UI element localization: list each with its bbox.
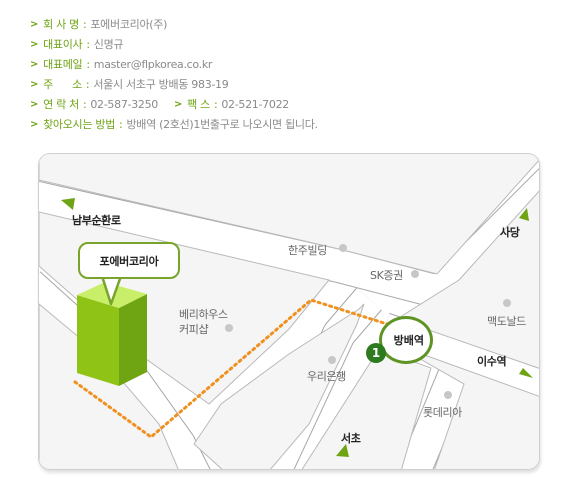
info-label: 연 락 처 bbox=[43, 98, 79, 111]
info-value: 신명규 bbox=[93, 38, 124, 51]
arrow-icon: > bbox=[30, 98, 39, 110]
arrow-icon: > bbox=[174, 98, 183, 110]
info-label: 팩 스 bbox=[187, 98, 210, 111]
info-row-email: > 대표메일 : master@flpkorea.co.kr bbox=[30, 57, 213, 72]
arrow-sadang-icon bbox=[519, 208, 529, 221]
arrow-icon: > bbox=[30, 118, 39, 130]
label-mcdonalds: 맥도날드 bbox=[487, 315, 526, 328]
info-value: 포에버코리아(주) bbox=[90, 18, 168, 31]
label-isu-station: 이수역 bbox=[477, 355, 507, 368]
label-sadang: 사당 bbox=[500, 226, 520, 239]
label-woori-bank: 우리은행 bbox=[307, 370, 346, 383]
label-coffeeshop: 커피샵 bbox=[179, 323, 209, 336]
arrow-nambu-icon bbox=[61, 198, 75, 210]
email-link[interactable]: master@flpkorea.co.kr bbox=[93, 57, 213, 71]
fax-value: 02-521-7022 bbox=[221, 97, 289, 111]
label-sk: SK증권 bbox=[370, 269, 403, 282]
info-value: 서울시 서초구 방배동 983-19 bbox=[93, 78, 229, 91]
station-marker: 방배역 bbox=[379, 316, 433, 364]
label-verihouse: 베리하우스 bbox=[179, 308, 228, 321]
building-front bbox=[119, 294, 147, 386]
label-seocho: 서초 bbox=[341, 432, 361, 445]
info-label: 회 사 명 bbox=[43, 18, 79, 31]
arrow-icon: > bbox=[30, 58, 39, 70]
location-map: 포에버코리아 방배역 1 남부순환로 한주빌딩 SK증권 사당 베리하우스 커피… bbox=[38, 153, 540, 470]
info-value: 방배역 (2호선)1번출구로 나오시면 됩니다. bbox=[126, 118, 318, 131]
info-row-contact: > 연 락 처 : 02-587-3250 > 팩 스 : 02-521-702… bbox=[30, 97, 289, 112]
info-row-address: > 주 소 : 서울시 서초구 방배동 983-19 bbox=[30, 77, 229, 92]
arrow-icon: > bbox=[30, 18, 39, 30]
company-info: > 회 사 명 : 포에버코리아(주) > 대표이사 : 신명규 > 대표메일 … bbox=[30, 14, 550, 134]
label-nambu-road: 남부순환로 bbox=[72, 214, 121, 227]
info-label: 대표메일 bbox=[43, 58, 83, 71]
building-side bbox=[77, 295, 119, 386]
label-lotteria: 롯데리아 bbox=[423, 406, 462, 419]
info-row-directions: > 찾아오시는 방법 : 방배역 (2호선)1번출구로 나오시면 됩니다. bbox=[30, 117, 318, 132]
label-hanju-building: 한주빌딩 bbox=[288, 244, 327, 257]
info-label: 찾아오시는 방법 bbox=[43, 118, 116, 131]
arrow-icon: > bbox=[30, 38, 39, 50]
info-row-ceo: > 대표이사 : 신명규 bbox=[30, 37, 124, 52]
arrow-seocho-icon bbox=[336, 444, 349, 457]
info-label: 주 소 bbox=[43, 78, 82, 91]
arrow-isu-icon bbox=[519, 368, 533, 378]
station-exit-badge: 1 bbox=[366, 343, 386, 363]
info-row-company: > 회 사 명 : 포에버코리아(주) bbox=[30, 17, 168, 32]
arrow-icon: > bbox=[30, 78, 39, 90]
info-label: 대표이사 bbox=[43, 38, 83, 51]
company-bubble: 포에버코리아 bbox=[78, 242, 180, 279]
phone-value: 02-587-3250 bbox=[90, 97, 158, 111]
map-drawing bbox=[39, 154, 539, 469]
